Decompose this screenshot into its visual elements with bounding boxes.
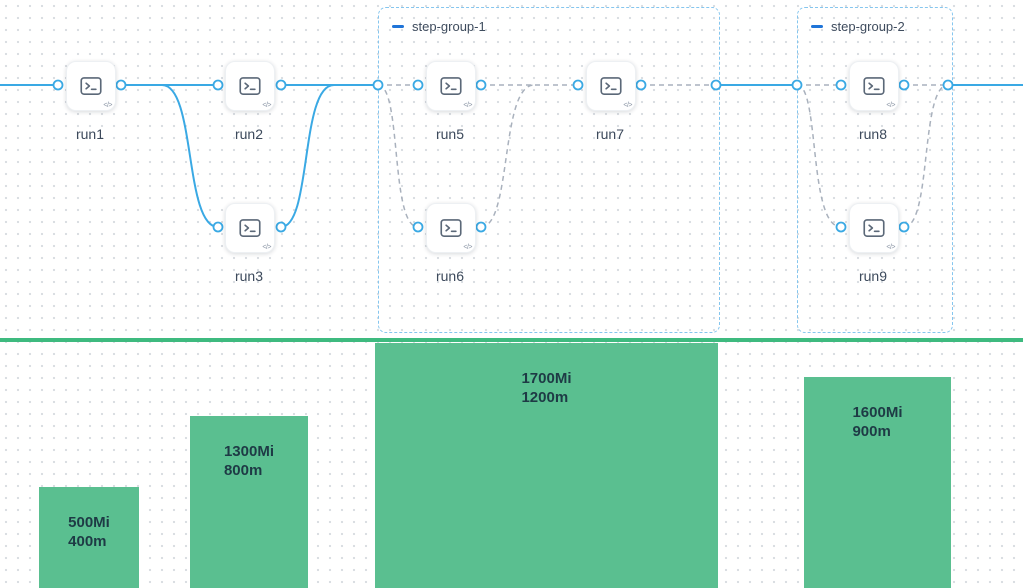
node-label-run5: run5 (435, 126, 465, 142)
resource-bar: 1300Mi 800m (190, 416, 308, 588)
node-label-run8: run8 (858, 126, 888, 142)
terminal-icon (440, 77, 462, 95)
step-group-2-box[interactable]: step-group-2 (797, 7, 953, 333)
node-label-run2: run2 (234, 126, 264, 142)
port[interactable] (52, 79, 64, 91)
code-icon: </> (463, 102, 472, 109)
terminal-icon (600, 77, 622, 95)
edge-run1-run3[interactable] (121, 84, 219, 228)
memory-value: 500Mi (68, 514, 110, 531)
edge-run9-group2out[interactable] (903, 84, 949, 228)
step-group-1-label: step-group-1 (412, 19, 486, 34)
node-run8[interactable]: </> (849, 61, 899, 111)
port[interactable] (710, 79, 722, 91)
terminal-icon (239, 219, 261, 237)
resource-bar-values: 500Mi 400m (68, 513, 110, 588)
cpu-value: 900m (852, 423, 891, 440)
node-run5[interactable]: </> (426, 61, 476, 111)
resource-bar-values: 1600Mi 900m (852, 403, 902, 588)
node-run9[interactable]: </> (849, 203, 899, 253)
port[interactable] (212, 221, 224, 233)
port[interactable] (942, 79, 954, 91)
resource-bar: 1600Mi 900m (804, 377, 951, 588)
step-group-2-header: step-group-2 (811, 19, 905, 34)
port[interactable] (835, 79, 847, 91)
memory-value: 1300Mi (223, 443, 275, 460)
terminal-icon (80, 77, 102, 95)
terminal-icon (863, 219, 885, 237)
node-label-run7: run7 (595, 126, 625, 142)
step-group-1-box[interactable]: step-group-1 (378, 7, 720, 333)
code-icon: </> (886, 102, 895, 109)
port[interactable] (212, 79, 224, 91)
node-label-run6: run6 (435, 268, 465, 284)
resource-divider-line (0, 338, 1023, 342)
code-icon: </> (262, 102, 271, 109)
step-group-2-label: step-group-2 (831, 19, 905, 34)
terminal-icon (863, 77, 885, 95)
port[interactable] (835, 221, 847, 233)
node-run1[interactable]: </> (66, 61, 116, 111)
node-run7[interactable]: </> (586, 61, 636, 111)
collapse-dash-icon[interactable] (811, 25, 823, 28)
terminal-icon (239, 77, 261, 95)
resource-bar: 500Mi 400m (39, 487, 139, 588)
code-icon: </> (886, 244, 895, 251)
code-icon: </> (103, 102, 112, 109)
step-group-1-header: step-group-1 (392, 19, 486, 34)
port[interactable] (475, 79, 487, 91)
node-label-run3: run3 (234, 268, 264, 284)
port[interactable] (275, 221, 287, 233)
collapse-dash-icon[interactable] (392, 25, 404, 28)
port[interactable] (572, 79, 584, 91)
resource-bar-values: 1300Mi 800m (224, 442, 274, 588)
port[interactable] (412, 79, 424, 91)
node-run3[interactable]: </> (225, 203, 275, 253)
memory-value: 1600Mi (852, 404, 903, 421)
node-label-run1: run1 (75, 126, 105, 142)
port[interactable] (791, 79, 803, 91)
edge-group2in-run9[interactable] (796, 84, 842, 228)
port[interactable] (115, 79, 127, 91)
port[interactable] (635, 79, 647, 91)
memory-value: 1700Mi (521, 370, 572, 387)
cpu-value: 800m (223, 462, 263, 479)
port[interactable] (898, 79, 910, 91)
node-run2[interactable]: </> (225, 61, 275, 111)
cpu-value: 1200m (521, 389, 569, 406)
resource-bar-values: 1700Mi 1200m (521, 369, 571, 588)
code-icon: </> (463, 244, 472, 251)
node-label-run9: run9 (858, 268, 888, 284)
port[interactable] (898, 221, 910, 233)
edge-group1in-run6[interactable] (377, 84, 419, 228)
cpu-value: 400m (68, 533, 107, 550)
code-icon: </> (262, 244, 271, 251)
edge-run3-group1[interactable] (280, 84, 378, 228)
edge-run6-run7[interactable] (480, 84, 535, 228)
port[interactable] (475, 221, 487, 233)
port[interactable] (412, 221, 424, 233)
port[interactable] (275, 79, 287, 91)
resource-bar: 1700Mi 1200m (375, 343, 718, 588)
code-icon: </> (623, 102, 632, 109)
node-run6[interactable]: </> (426, 203, 476, 253)
terminal-icon (440, 219, 462, 237)
port[interactable] (372, 79, 384, 91)
